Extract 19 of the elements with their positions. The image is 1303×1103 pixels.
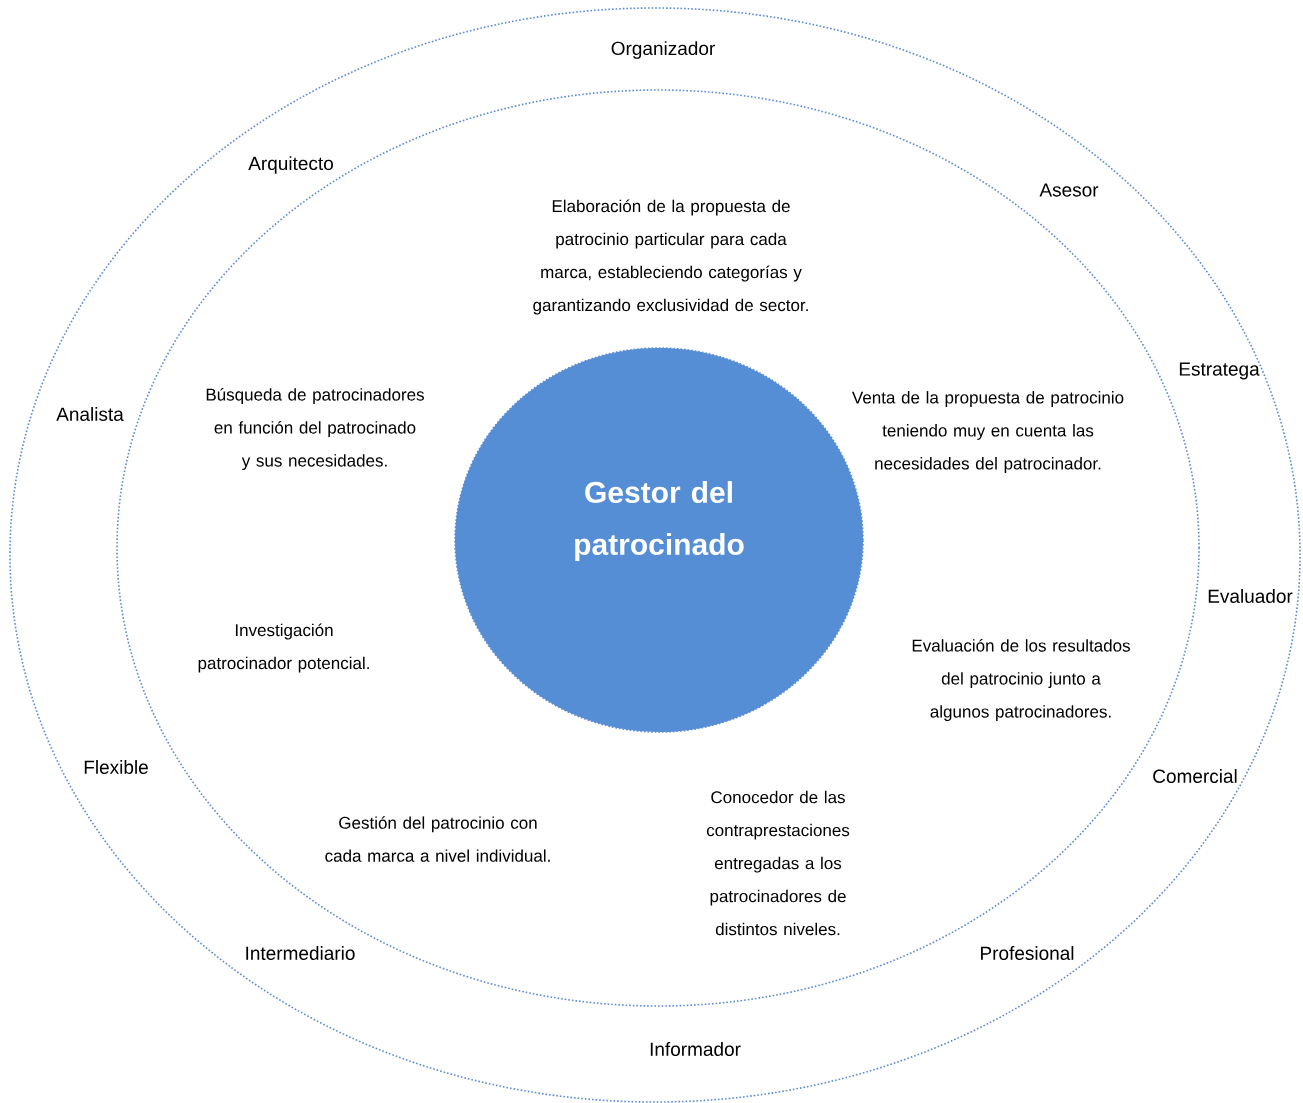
role-label: Evaluador — [1208, 589, 1293, 603]
task-text: Gestión del patrocinio con cada marca a nivel individual. — [325, 816, 550, 862]
role-label: Informador — [650, 1042, 741, 1056]
center-title: Gestor del patrocinado — [575, 481, 744, 561]
role-label: Comercial — [1153, 769, 1237, 783]
role-label: Profesional — [981, 946, 1074, 960]
task-text: Búsqueda de patrocinadores en función del patrocinado y sus necesidades. — [206, 388, 424, 471]
task-text: Conocedor de las contraprestaciones entregadas a los patrocinadores de distintos niveles. — [706, 790, 850, 936]
role-label: Analista — [56, 407, 124, 421]
task-text: Elaboración de la propuesta de patrocinio particular para cada marca, estableciendo categorías y garantizando exclusividad de sector. — [533, 199, 808, 315]
role-label: Intermediario — [246, 946, 355, 960]
role-label: Arquitecto — [248, 156, 333, 174]
role-label: Flexible — [84, 760, 148, 774]
task-text: Investigación patrocinador potencial. — [198, 623, 369, 673]
role-label: Asesor — [1039, 183, 1099, 197]
task-text: Venta de la propuesta de patrocinio teniendo muy en cuenta las necesidades del patrocinador. — [852, 391, 1124, 473]
role-label: Organizador — [611, 41, 715, 59]
role-label: Estratega — [1179, 362, 1260, 380]
task-text: Evaluación de los resultados del patrocinio junto a algunos patrocinadores. — [912, 639, 1130, 722]
